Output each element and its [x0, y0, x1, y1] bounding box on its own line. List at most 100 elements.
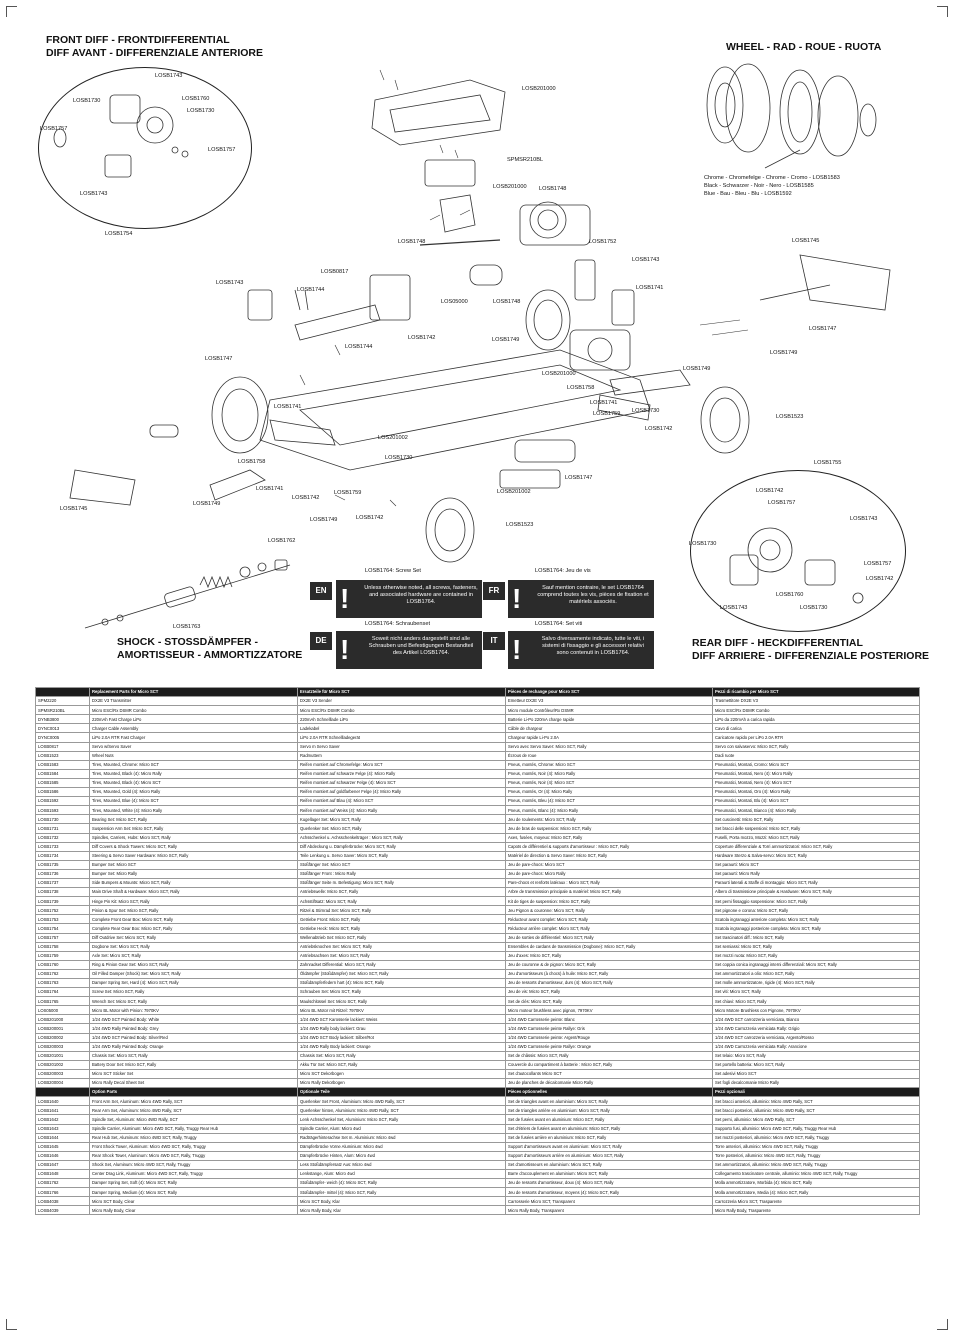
callout-label: LOSB1757 [768, 500, 796, 506]
part-number-cell: LOSB1643 [35, 1123, 90, 1134]
part-description-cell: Spindles, Carriers, Hubs: Micro SCT, Ral… [89, 832, 298, 843]
wheel-option-blue: Blue - Bau - Bleu - Blu - LOSB1592 [704, 191, 792, 197]
part-description-cell: Querlenker hinten, Aluminium: Micro 4WD … [297, 1105, 506, 1116]
wheel-rim-shape [706, 66, 744, 144]
crop-mark-top-left [6, 6, 17, 17]
lang-badge-it: IT [483, 632, 505, 650]
part-description-cell: Set ammortizzatori, alluminio: Micro 4WD… [712, 1159, 920, 1170]
part-number-cell: LOSB1523 [35, 750, 90, 761]
part-description-cell: Set de fusées avant en aluminium: Micro … [505, 1114, 713, 1125]
part-description-cell: Bearing Set: Micro SCT, Rally [89, 814, 298, 825]
motor-shape [469, 264, 503, 286]
part-description-cell: Wrench Set: Micro SCT, Rally [89, 996, 298, 1007]
callout-label: LOSB1754 [105, 231, 133, 237]
part-description-cell: Pneumatici, Montati, Bianco (4): Micro R… [712, 805, 920, 816]
lang-badge-de: DE [310, 632, 332, 650]
part-description-cell: LiPo da 220mAh a carica rapida [712, 714, 920, 725]
part-description-cell: Servo avec Servo Saver: Micro SCT, Rally [505, 741, 713, 752]
part-number-cell: LOSB1737 [35, 877, 90, 889]
part-description-cell: 1/24 4WD Rally Painted Body: Grey [89, 1023, 298, 1034]
part-description-cell: Axes, fusées, moyeux: Micro SCT, Rally [505, 832, 713, 843]
rear-top-wheel-shape [525, 289, 571, 351]
callout-label: LOSB1757 [864, 561, 892, 567]
rear-diff-title-line1: REAR DIFF - HECKDIFFERENTIAL [692, 637, 863, 649]
part-description-cell: Scatola ingranaggi anteriore completa: M… [712, 914, 920, 925]
part-description-cell: 1/24 4WD Carrosserie peinte: Blanc [505, 1014, 713, 1025]
body-shell-shape [371, 79, 506, 146]
part-description-cell: Torre posteriori, alluminio: Micro 4WD S… [712, 1150, 920, 1161]
callout-label: LOSB1742 [408, 335, 436, 341]
part-description-cell: Pièces optionnelles [505, 1087, 713, 1098]
part-number-cell: LOSB200002 [35, 1032, 90, 1043]
part-number-cell: LOSB1730 [35, 814, 90, 825]
part-description-cell: Radmuttern [297, 750, 506, 761]
callout-label: LOSB1730 [632, 408, 660, 414]
part-description-cell: Diff Abdeckung u. Dämpferbrücke: Micro S… [297, 841, 506, 852]
part-description-cell: Écrous de roue [505, 750, 713, 761]
part-description-cell: Pneus, montés, Bleu (4): Micro SCT [505, 796, 713, 807]
part-description-cell: Micro moteur brushless avec pignon, 7970… [505, 1005, 713, 1016]
part-description-cell: Micro Motore Brushless con Pignone, 7970… [712, 1005, 920, 1016]
part-description-cell: Tires, Mounted, Gold (4): Micro Rally [89, 787, 298, 798]
part-number-cell: LOSB1734 [35, 850, 90, 861]
part-number-cell: LOSB1648 [35, 1168, 90, 1180]
part-description-cell: Getriebe Front: Micro SCT, Rally [297, 914, 506, 925]
warning-icon: ! [340, 583, 350, 614]
part-description-cell: Caricatore rapido per LiPo 2.0A RTR [712, 732, 920, 743]
part-number-cell: LOSB1757 [35, 932, 90, 943]
part-description-cell: Jeu de couronne & de pignon: Micro SCT, … [505, 959, 713, 970]
part-number-cell: LOSB1752 [35, 905, 90, 916]
part-number-cell: LOSB1760 [35, 959, 90, 970]
part-description-cell: Replacement Parts for Micro SCT [89, 686, 298, 698]
part-description-cell: Reifen montiert auf Weiss (4): Micro Ral… [297, 805, 506, 816]
part-number-cell: LOSB200004 [35, 1078, 90, 1089]
part-description-cell: Jeu de pare-chocs: Micro SCT [505, 859, 713, 870]
callout-label: LOSB1762 [268, 538, 296, 544]
part-number-cell: SPMSR210BL [35, 705, 90, 716]
part-description-cell: Set mozzi ruota: Micro SCT, Rally [712, 950, 920, 961]
part-description-cell: Couvercle du compartiment à batterie : M… [505, 1059, 713, 1070]
notice-it: ! Salvo diversamente indicato, tutte le … [508, 631, 654, 669]
part-description-cell: Ritzel & Stirnrad Set: Micro SCT, Rally [297, 905, 506, 916]
part-description-cell: Pare-chocs et renforts latéraux : Micro … [505, 877, 713, 889]
part-description-cell: 1/24 4WD SCT Body lackiert: Silber/Rot [297, 1032, 506, 1043]
callout-label: LOSB1763 [173, 624, 201, 630]
part-description-cell: Set bracci posteriori, alluminio: Micro … [712, 1105, 920, 1116]
part-description-cell: Cavo di carica [712, 723, 920, 734]
part-description-cell: Molla ammortizzatore, Morbida (4): Micro… [712, 1178, 920, 1189]
part-description-cell: Batterie Li-Po 220mA charge rapide [505, 714, 713, 725]
part-description-cell: Pneumatici, Montati, Cromo: Micro SCT [712, 759, 920, 770]
part-number-cell: LOSB1736 [35, 868, 90, 879]
callout-label: LOSB1743 [80, 191, 108, 197]
part-description-cell: Radträgerhinterachse Set m. Aluminium: M… [297, 1132, 506, 1143]
spur-gear-shape [529, 201, 567, 239]
part-number-cell: LOSB201001 [35, 1050, 90, 1061]
part-description-cell: 1/24 4WD SCT carrozzeria verniciata, Bia… [712, 1014, 920, 1025]
part-number-cell: LOSB201000 [35, 1014, 90, 1025]
front-diff-title: FRONT DIFF - FRONTDIFFERENTIAL DIFF AVAN… [46, 34, 263, 60]
part-description-cell: Chargeur rapide Li-Po 2.0A [505, 732, 713, 743]
callout-label: LOSB1747 [565, 475, 593, 481]
callout-label: LOSB1741 [256, 486, 284, 492]
part-description-cell: Hardware Sterzo & Salva-servo: Micro SCT… [712, 850, 920, 861]
exploded-view-diagram [53, 63, 891, 629]
part-description-cell: Set bracci delle sospensioni: Micro SCT,… [712, 823, 920, 834]
shock-title-line2: AMORTISSEUR - AMMORTIZZATORE [117, 649, 303, 661]
part-number-cell: LOSB1758 [35, 941, 90, 952]
part-description-cell: Micro Rally Body, Clear [89, 1205, 298, 1216]
part-description-cell: Kugellager Set: Micro SCT, Rally [297, 814, 506, 825]
bottom-wheel-shape [425, 497, 475, 563]
part-description-cell: Pièces de rechange pour Micro SCT [505, 686, 713, 698]
